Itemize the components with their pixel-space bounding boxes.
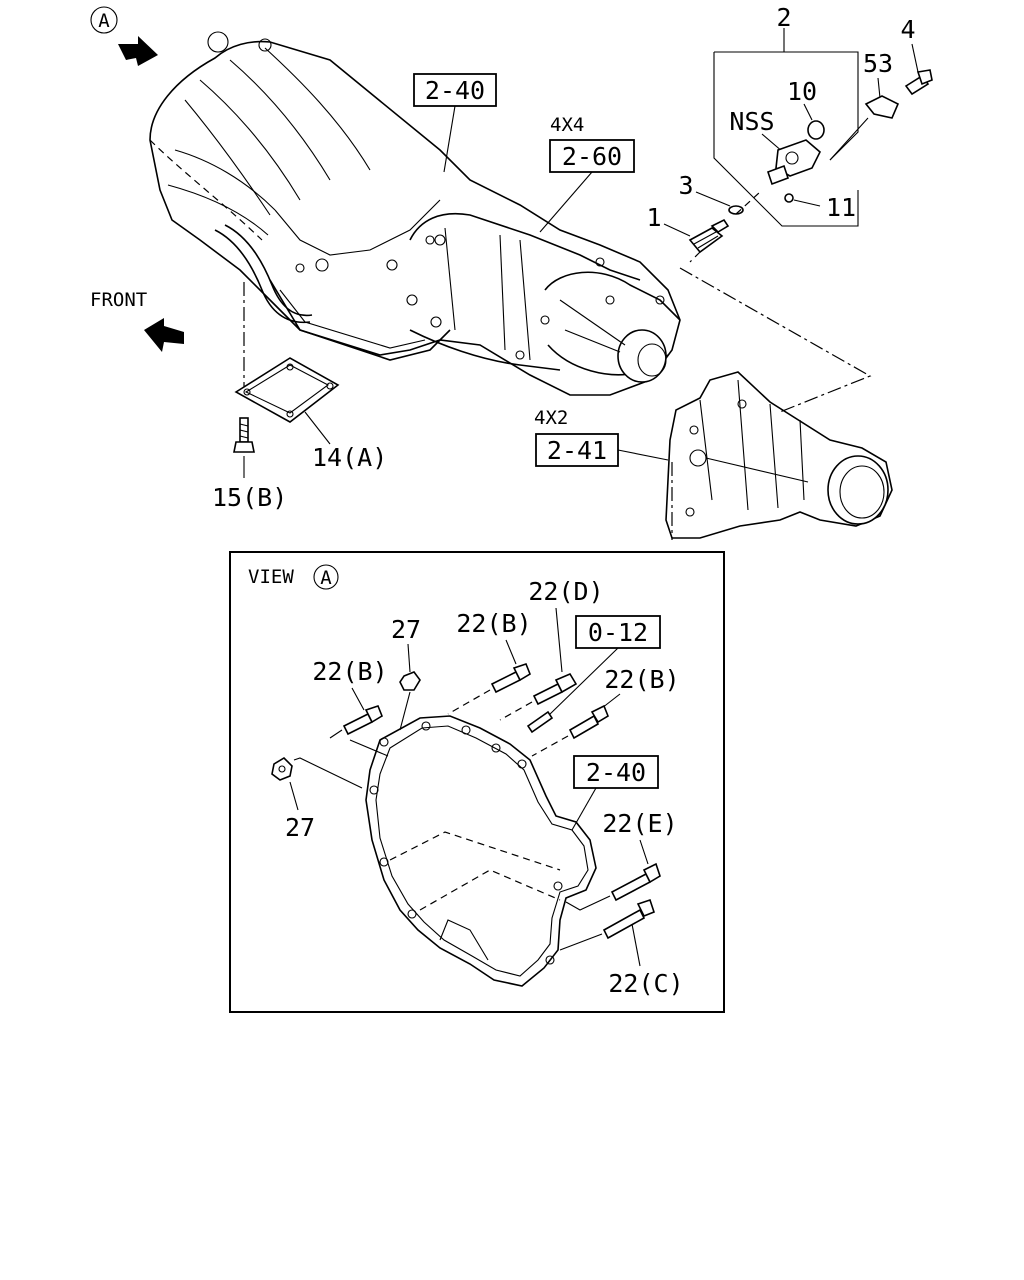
callout-14a: 14(A) xyxy=(312,443,387,472)
bolt-22c xyxy=(602,898,655,940)
bolt-22e xyxy=(610,862,661,902)
view-a-marker: A xyxy=(320,567,332,589)
front-label: FRONT xyxy=(90,289,147,311)
label-4x2: 4X2 xyxy=(534,407,568,429)
callout-15b: 15(B) xyxy=(212,483,287,512)
label-nss: NSS xyxy=(729,107,774,136)
callout-22b-right: 22(B) xyxy=(604,665,679,694)
dowel-pin xyxy=(526,710,554,734)
view-a-label: VIEW xyxy=(248,566,294,588)
callout-27-left: 27 xyxy=(285,813,315,842)
o-ring-10 xyxy=(807,120,825,140)
nut-27-left xyxy=(271,756,293,781)
view-marker-a: A xyxy=(90,6,118,34)
front-arrow xyxy=(144,318,184,352)
callout-27-top: 27 xyxy=(391,615,421,644)
ref-2-60: 2-60 xyxy=(562,142,622,171)
transmission-assembly xyxy=(149,31,681,396)
bolt-22b-mid xyxy=(490,663,531,694)
callout-22e: 22(E) xyxy=(602,809,677,838)
callout-22c: 22(C) xyxy=(608,969,683,998)
callout-4: 4 xyxy=(900,15,915,44)
bolt-22b-left xyxy=(342,705,383,736)
extension-housing-4x2 xyxy=(665,371,893,539)
callout-22d: 22(D) xyxy=(528,577,603,606)
bolt-15b xyxy=(233,417,255,453)
nut-27-top xyxy=(399,671,421,691)
callout-10: 10 xyxy=(787,77,817,106)
ref-0-12: 0-12 xyxy=(588,618,648,647)
bolt-11 xyxy=(784,193,794,203)
callout-22b-mid: 22(B) xyxy=(456,609,531,638)
label-4x4: 4X4 xyxy=(550,114,584,136)
callout-22b-left: 22(B) xyxy=(312,657,387,686)
callout-2: 2 xyxy=(776,3,791,32)
callout-11: 11 xyxy=(826,193,856,222)
view-a-panel xyxy=(229,551,725,1013)
adapter-flange xyxy=(365,715,597,987)
callout-1: 1 xyxy=(646,203,661,232)
view-direction-arrow xyxy=(118,36,158,66)
bolt-22b-right xyxy=(568,704,609,740)
callout-53: 53 xyxy=(863,49,893,78)
ref-2-41: 2-41 xyxy=(547,436,607,465)
view-marker-letter: A xyxy=(98,10,110,32)
callout-3: 3 xyxy=(678,171,693,200)
ref-2-40-view: 2-40 xyxy=(586,758,646,787)
stud-22d xyxy=(532,672,578,706)
driven-gear-1 xyxy=(688,218,730,254)
cover-plate-14a xyxy=(234,357,340,423)
clip-53 xyxy=(864,95,900,119)
bolt-4 xyxy=(904,69,933,96)
nss-sensor xyxy=(766,139,821,186)
ref-2-40-top: 2-40 xyxy=(425,76,485,105)
